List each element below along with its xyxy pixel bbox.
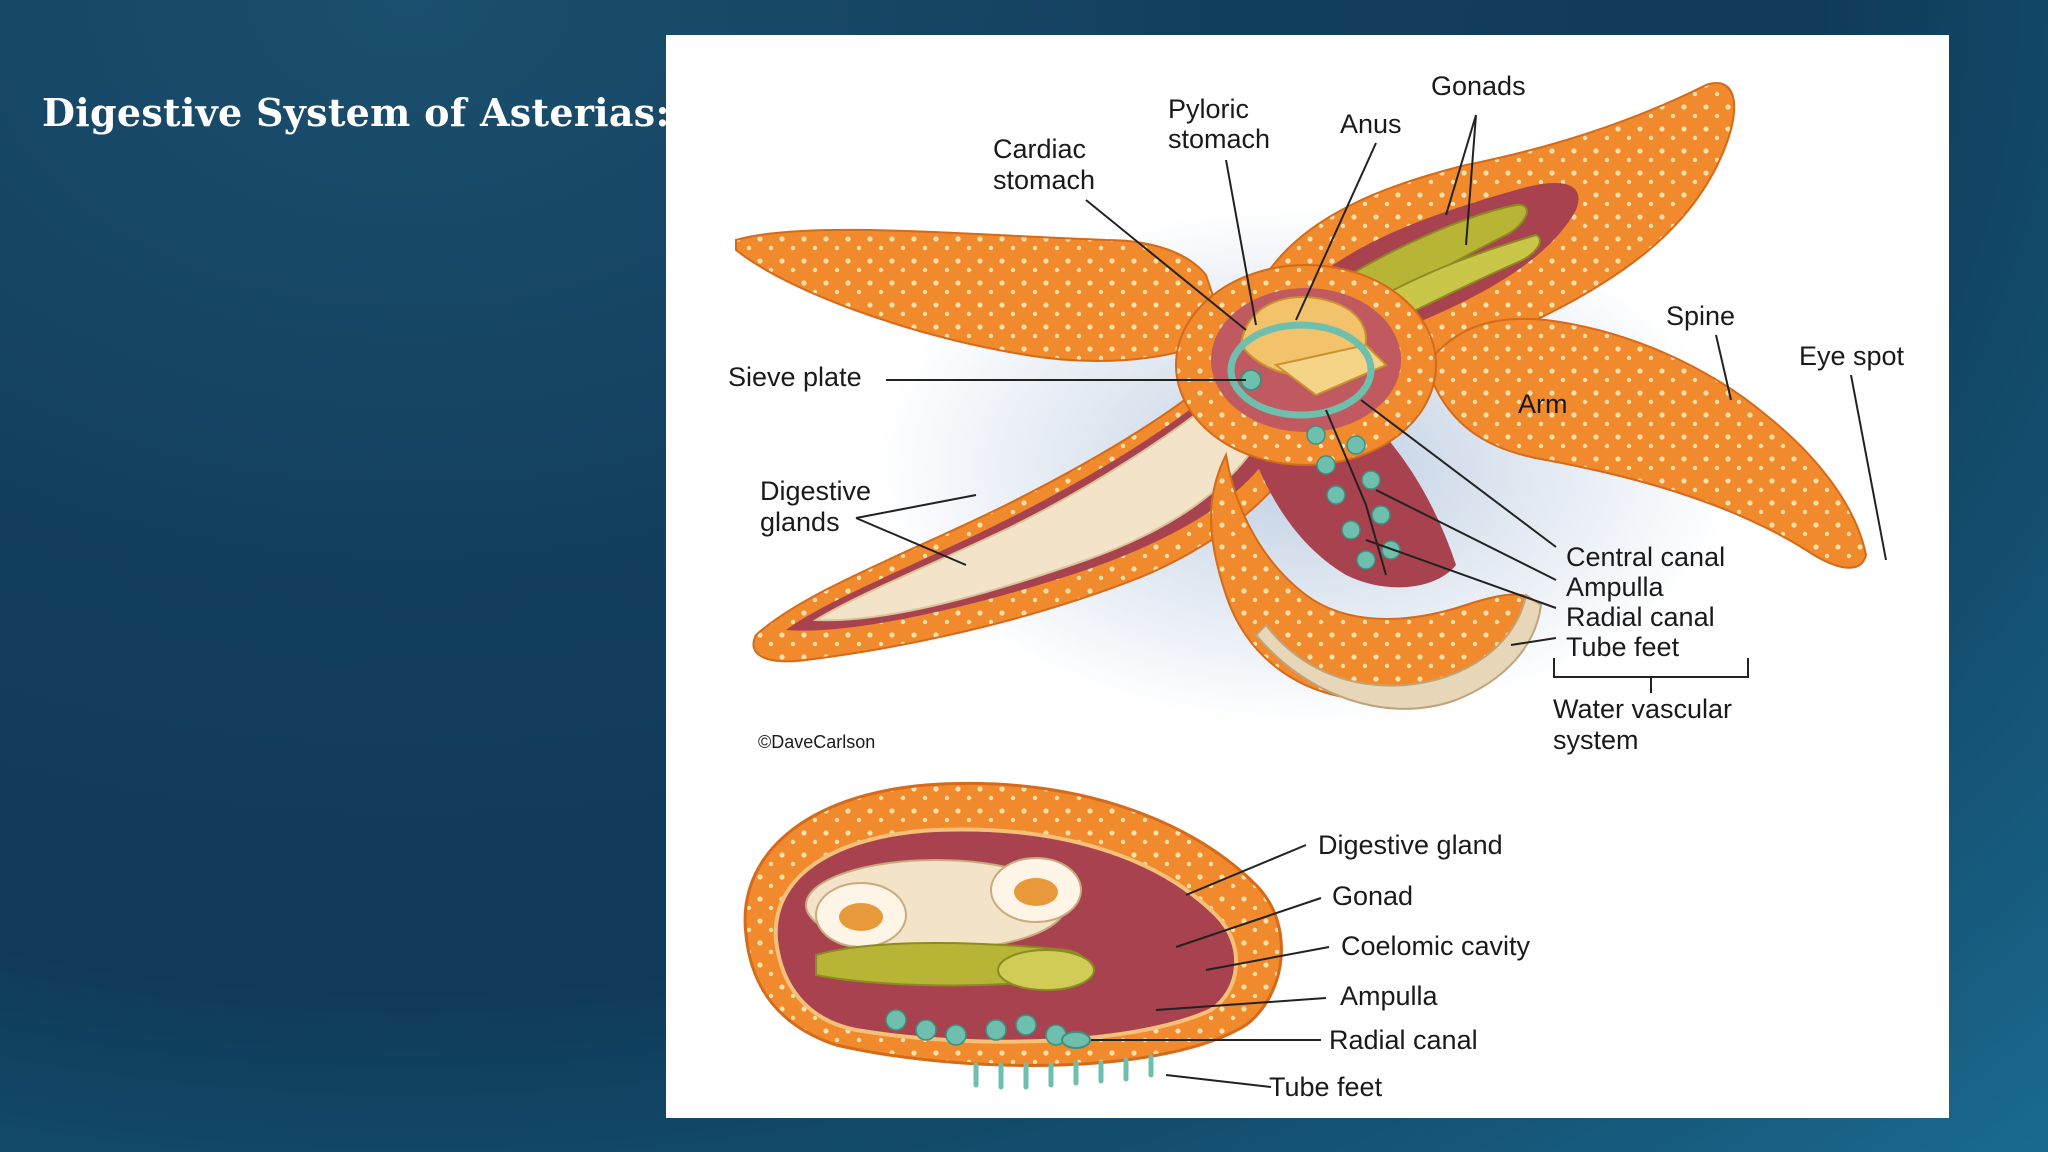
ampullae-group [1306,425,1401,570]
label-ampulla: Ampulla [1566,572,1665,602]
label-sieve-plate: Sieve plate [728,362,862,392]
label-eye-spot: Eye spot [1799,341,1905,371]
slide-title: Digestive System of Asterias: [42,90,670,135]
label-section-ampulla: Ampulla [1340,981,1439,1011]
section-gland-lumen-right [1014,878,1058,906]
pyloric-stomach-shape [1273,343,1388,397]
arm-upper-left [735,228,1228,362]
label-pyloric-stomach-2: stomach [1168,124,1270,154]
digestive-gland-cavity [786,380,1276,631]
labels-bottom: Digestive gland Gonad Coelomic cavity Am… [1269,830,1531,1102]
label-spine: Spine [1666,301,1735,331]
label-section-digestive-gland: Digestive gland [1318,830,1503,860]
leader-lines-bottom [1091,844,1330,1088]
starfish-illustration [735,82,1868,725]
starfish-diagram: Cardiac stomach Pyloric stomach Anus Gon… [728,71,1905,1102]
section-radial-canal [1061,1031,1091,1049]
label-cardiac-stomach-1: Cardiac [993,134,1086,164]
ring-canal [1227,321,1375,419]
credit-text: ©DaveCarlson [758,732,875,752]
label-water-vascular-1: Water vascular [1553,694,1732,724]
label-section-radial-canal: Radial canal [1329,1025,1478,1055]
label-section-tube-feet: Tube feet [1269,1072,1383,1102]
labels-top: Cardiac stomach Pyloric stomach Anus Gon… [728,71,1905,755]
digestive-glands-shape [812,393,1258,622]
label-tube-feet: Tube feet [1566,632,1680,662]
section-gonad-right [997,949,1095,991]
diagram-panel: Cardiac stomach Pyloric stomach Anus Gon… [666,35,1949,1118]
radial-canal-shape [1325,409,1387,576]
leader-lines-top [855,114,1887,693]
section-gland-lumen-left [839,903,883,931]
cross-section-illustration [743,781,1283,1090]
arm-right [1424,317,1868,569]
label-cardiac-stomach-2: stomach [993,165,1095,195]
label-pyloric-stomach-1: Pyloric [1168,94,1249,124]
label-section-coelomic-cavity: Coelomic cavity [1341,931,1531,961]
gonads-shape-2 [1364,233,1541,327]
label-arm: Arm [1518,389,1568,419]
label-gonads: Gonads [1431,71,1526,101]
label-anus: Anus [1340,109,1402,139]
section-tube-feet [973,1054,1154,1090]
label-water-vascular-2: system [1553,725,1639,755]
label-radial-canal: Radial canal [1566,602,1715,632]
label-central-canal: Central canal [1566,542,1725,572]
label-section-gonad: Gonad [1332,881,1413,911]
label-digestive-glands-2: glands [760,507,840,537]
label-digestive-glands-1: Digestive [760,476,871,506]
